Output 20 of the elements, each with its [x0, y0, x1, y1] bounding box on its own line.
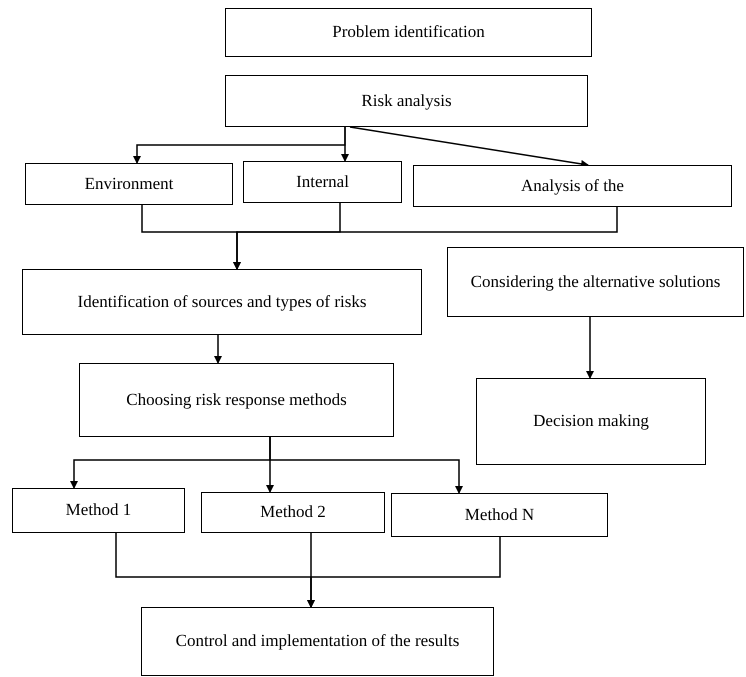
arrow: [341, 127, 349, 162]
process-box: Analysis of the: [413, 165, 732, 207]
process-box: Considering the alternative solutions: [447, 247, 744, 317]
process-box: Internal: [243, 161, 402, 203]
process-box: Method N: [391, 493, 608, 537]
process-box: Environment: [25, 163, 233, 205]
process-box: Risk analysis: [225, 75, 588, 127]
arrow: [350, 126, 589, 168]
process-box: Decision making: [476, 378, 706, 465]
arrow: [586, 317, 594, 379]
process-box: Choosing risk response methods: [79, 363, 394, 437]
process-box: Method 2: [201, 492, 385, 533]
process-box: Identification of sources and types of risks: [22, 269, 422, 335]
process-box: Method 1: [12, 488, 185, 533]
arrow: [214, 335, 222, 364]
arrow: [269, 437, 463, 494]
process-box: Control and implementation of the results: [141, 607, 494, 676]
arrow: [307, 537, 501, 608]
process-box: Problem identification: [225, 8, 592, 57]
arrow: [233, 207, 618, 270]
